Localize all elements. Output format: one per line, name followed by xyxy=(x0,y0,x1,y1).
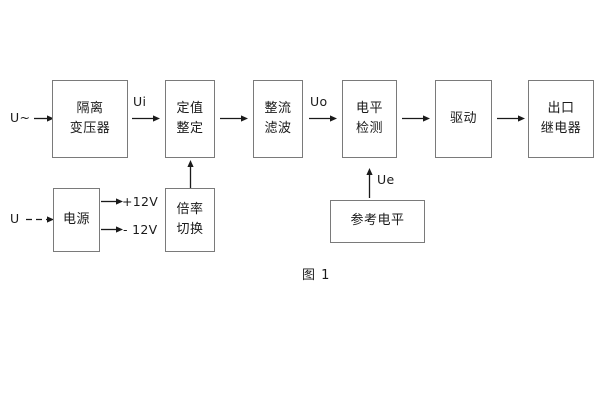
arrow-dc-input-to-power-supply xyxy=(26,215,54,224)
arrow-power-supply-pos12v xyxy=(101,197,123,206)
dc-input-label: U xyxy=(10,211,20,226)
arrow-multiplier-switch-to-setting-value xyxy=(186,160,195,188)
arrow-level-detection-to-drive xyxy=(402,114,430,123)
arrow-setting-value-to-rectify-filter xyxy=(220,114,248,123)
block-setting-value-line-2: 整定 xyxy=(176,121,204,136)
block-reference-level: 参考电平 xyxy=(330,200,425,243)
figure-caption: 图 1 xyxy=(302,268,331,283)
block-rectify-filter: 整流 滤波 xyxy=(253,80,303,158)
block-output-relay-line-1: 出口 xyxy=(547,100,575,116)
block-setting-value-line-1: 定值 xyxy=(176,100,204,116)
block-setting-value: 定值 整定 xyxy=(165,80,215,158)
block-rectify-filter-line-1: 整流 xyxy=(264,100,292,116)
block-drive: 驱动 xyxy=(435,80,492,158)
arrow-drive-to-output-relay xyxy=(497,114,525,123)
block-multiplier-switch: 倍率 切换 xyxy=(165,188,215,252)
block-level-detection: 电平 检测 xyxy=(342,80,397,158)
block-multiplier-switch-line-1: 倍率 xyxy=(176,201,204,217)
block-reference-level-line-1: 参考电平 xyxy=(350,213,405,229)
signal-label-ue: Ue xyxy=(377,172,395,187)
signal-label-pos-12v: +12V xyxy=(122,194,159,209)
signal-label-ui: Ui xyxy=(133,94,147,109)
block-rectify-filter-line-2: 滤波 xyxy=(264,121,292,136)
block-output-relay: 出口 继电器 xyxy=(528,80,594,158)
arrow-isolation-transformer-to-setting-value xyxy=(132,114,160,123)
block-level-detection-line-2: 检测 xyxy=(355,121,383,136)
arrow-ac-input-to-isolation-transformer xyxy=(34,114,54,123)
signal-label-neg-12v: - 12V xyxy=(123,222,158,237)
block-isolation-transformer: 隔离 变压器 xyxy=(52,80,128,158)
arrow-power-supply-neg12v xyxy=(101,225,123,234)
signal-label-uo: Uo xyxy=(310,94,328,109)
arrow-rectify-filter-to-level-detection xyxy=(309,114,337,123)
block-level-detection-line-1: 电平 xyxy=(355,100,383,116)
block-output-relay-line-2: 继电器 xyxy=(540,121,582,136)
block-power-supply: 电源 xyxy=(53,188,100,252)
block-power-supply-line-1: 电源 xyxy=(62,211,90,227)
block-isolation-transformer-line-1: 隔离 xyxy=(76,100,104,116)
arrow-reference-level-to-level-detection xyxy=(365,168,374,198)
block-multiplier-switch-line-2: 切换 xyxy=(176,222,204,237)
block-drive-line-1: 驱动 xyxy=(449,110,477,126)
ac-input-label: U~ xyxy=(10,110,31,125)
block-isolation-transformer-line-2: 变压器 xyxy=(69,121,111,136)
